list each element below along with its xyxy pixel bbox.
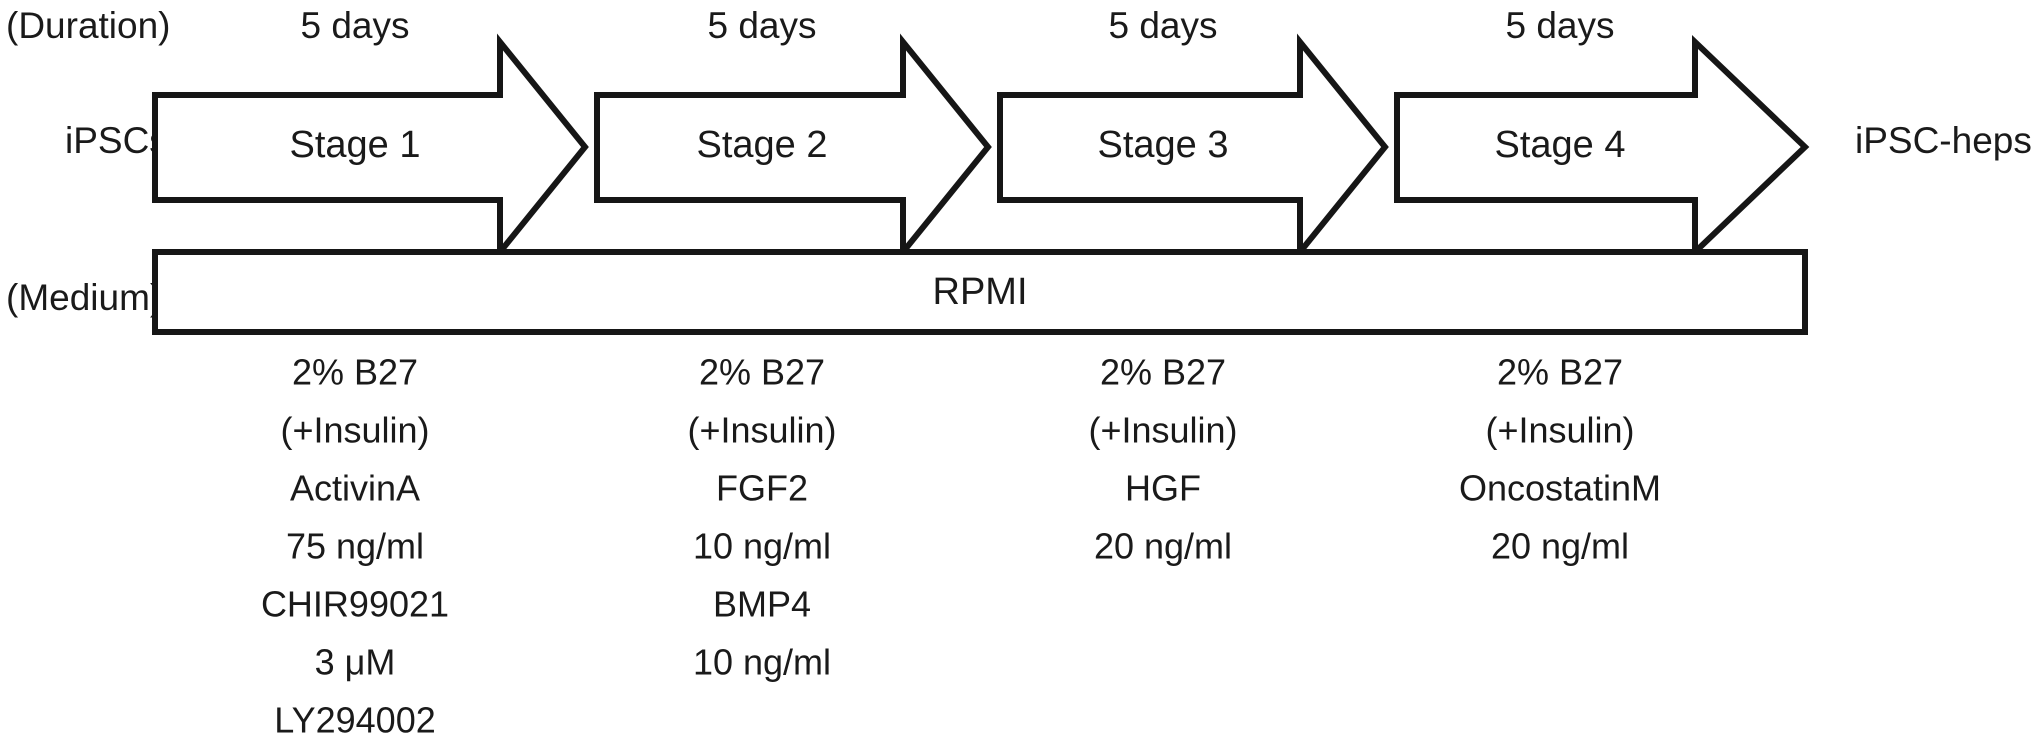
stage-arrow-3-shape — [997, 33, 1389, 261]
stage-arrow-3[interactable]: Stage 3 — [997, 33, 1389, 261]
reagent-item: 75 ng/ml — [286, 526, 424, 567]
medium-bar-shape — [152, 249, 1808, 335]
duration-label-stage-2: 5 days — [707, 5, 816, 46]
reagent-item: 2% B27 — [292, 352, 418, 393]
stage-arrow-1[interactable]: Stage 1 — [152, 33, 589, 261]
row-label-duration: (Duration) — [6, 5, 171, 46]
stage-arrow-4-label: Stage 4 — [1495, 124, 1626, 166]
stage-arrow-4-shape — [1394, 34, 1810, 260]
reagent-item: LY294002 — [274, 700, 436, 741]
reagent-item: ActivinA — [290, 468, 420, 509]
duration-label-stage-4: 5 days — [1505, 5, 1614, 46]
stage-arrow-1-label: Stage 1 — [290, 124, 421, 166]
duration-label-stage-3: 5 days — [1108, 5, 1217, 46]
reagent-item: (+Insulin) — [280, 410, 429, 451]
reagent-item: OncostatinM — [1459, 468, 1661, 509]
duration-label-stage-1: 5 days — [300, 5, 409, 46]
reagent-column-stage-3: 2% B27 (+Insulin) HGF 20 ng/ml — [1088, 352, 1237, 567]
reagent-column-stage-1: 2% B27 (+Insulin) ActivinA 75 ng/ml CHIR… — [261, 352, 449, 741]
reagent-item: 10 ng/ml — [693, 526, 831, 567]
reagent-item: HGF — [1125, 468, 1201, 509]
reagent-item: 10 ng/ml — [693, 642, 831, 683]
stage-arrow-3-label: Stage 3 — [1098, 124, 1229, 166]
reagent-item: 2% B27 — [1497, 352, 1623, 393]
reagent-item: 3 μM — [315, 642, 396, 683]
stage-arrow-2-label: Stage 2 — [697, 124, 828, 166]
stage-arrow-4[interactable]: Stage 4 — [1394, 34, 1810, 260]
medium-bar-label: RPMI — [933, 271, 1028, 313]
reagent-item: 20 ng/ml — [1094, 526, 1232, 567]
reagent-item: BMP4 — [713, 584, 811, 625]
reagent-item: (+Insulin) — [687, 410, 836, 451]
reagent-item: CHIR99021 — [261, 584, 449, 625]
stage-arrow-2-shape — [594, 33, 992, 261]
reagent-item: FGF2 — [716, 468, 808, 509]
reagent-item: (+Insulin) — [1485, 410, 1634, 451]
reagent-item: 2% B27 — [1100, 352, 1226, 393]
reagent-item: 20 ng/ml — [1491, 526, 1629, 567]
medium-bar: RPMI — [152, 249, 1808, 335]
reagent-column-stage-2: 2% B27 (+Insulin) FGF2 10 ng/ml BMP4 10 … — [687, 352, 836, 683]
stage-arrow-1-shape — [152, 33, 589, 261]
row-label-medium: (Medium) — [6, 277, 162, 318]
endpoint-label-ipsc-heps: iPSC-heps — [1855, 120, 2032, 161]
reagent-column-stage-4: 2% B27 (+Insulin) OncostatinM 20 ng/ml — [1459, 352, 1661, 567]
reagent-item: 2% B27 — [699, 352, 825, 393]
stage-arrow-2[interactable]: Stage 2 — [594, 33, 992, 261]
row-label-ipscs: iPSCs — [65, 120, 168, 161]
reagent-item: (+Insulin) — [1088, 410, 1237, 451]
